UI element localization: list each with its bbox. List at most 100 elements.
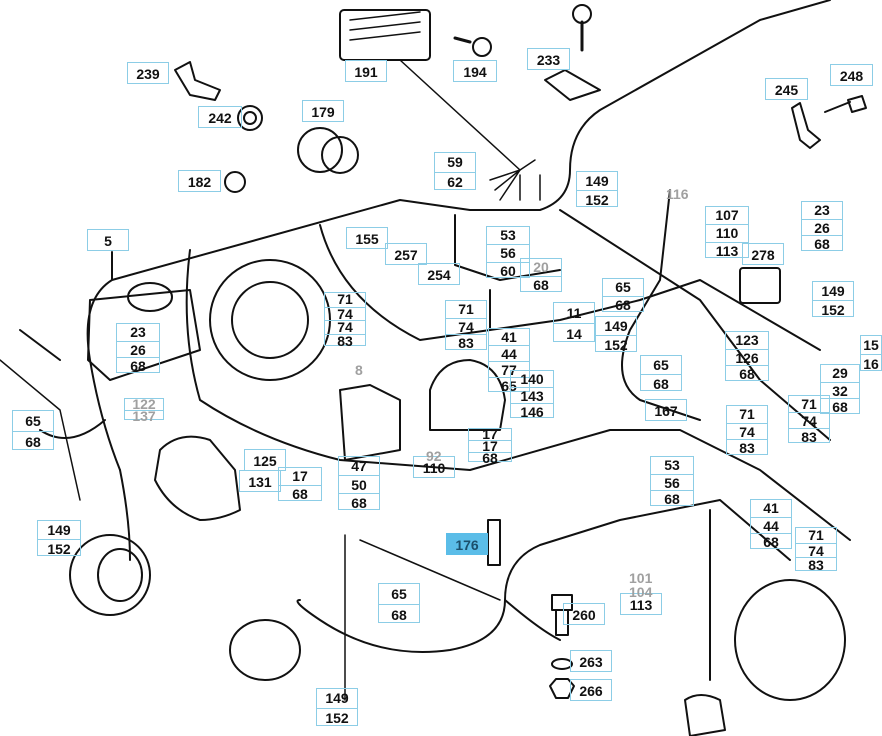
grey-part-number: 116	[666, 186, 689, 202]
part-number: 68	[521, 276, 561, 294]
part-number: 266	[579, 683, 603, 699]
callout-179[interactable]: 179	[302, 100, 344, 122]
part-number: 44	[489, 345, 529, 362]
part-number: 126	[726, 348, 768, 367]
callout-257[interactable]: 257	[385, 243, 427, 265]
part-number: 146	[511, 403, 553, 420]
part-number: 245	[774, 82, 799, 98]
callout-263[interactable]: 263	[570, 650, 612, 672]
part-number: 182	[187, 174, 212, 190]
part-number: 23	[814, 202, 830, 218]
callout-191[interactable]: 191	[345, 60, 387, 82]
part-number: 16	[861, 354, 881, 373]
part-number: 152	[38, 539, 80, 558]
clip-233	[544, 69, 601, 101]
part-number: 149	[604, 318, 628, 334]
part-number: 155	[355, 231, 379, 247]
callout-5[interactable]: 5	[87, 229, 129, 251]
callout-176[interactable]: 176	[446, 533, 488, 555]
harness-front	[296, 499, 791, 653]
part-number: 68	[13, 431, 53, 452]
callout-245[interactable]: 245	[765, 78, 808, 100]
callout-113[interactable]: 113	[620, 593, 662, 615]
part-number: 149	[325, 690, 349, 706]
bolt-248	[824, 95, 867, 113]
callout-182[interactable]: 182	[178, 170, 221, 192]
harness-trunk	[86, 0, 831, 471]
callout-194[interactable]: 194	[453, 60, 497, 82]
part-number: 68	[821, 398, 859, 416]
callout-239[interactable]: 239	[127, 62, 169, 84]
part-number: 254	[427, 267, 451, 283]
part-number: 167	[654, 403, 678, 419]
callout-278[interactable]: 278	[742, 243, 784, 265]
harness-branch	[559, 209, 831, 441]
callout-131[interactable]: 131	[239, 470, 281, 492]
fuse-box-191	[339, 9, 431, 61]
callout-266[interactable]: 266	[570, 679, 612, 701]
part-number: 41	[763, 500, 779, 516]
part-number: 113	[706, 241, 748, 260]
headlamp-right	[734, 579, 846, 701]
part-number: 68	[641, 374, 681, 393]
harness-front	[504, 509, 711, 681]
part-number: 56	[651, 473, 693, 492]
part-number: 68	[469, 450, 511, 465]
carburetor	[339, 384, 401, 461]
part-number: 68	[726, 365, 768, 383]
clip-239	[174, 61, 221, 101]
callout-248[interactable]: 248	[830, 64, 873, 86]
part-number: 65	[615, 279, 631, 295]
part-number: 242	[208, 110, 232, 126]
part-number: 65	[391, 586, 407, 602]
part-number: 17	[292, 468, 308, 484]
part-number: 68	[279, 485, 321, 503]
pin-176	[487, 519, 501, 566]
harness-branch	[319, 224, 821, 351]
part-number: 77	[489, 361, 529, 378]
callout-254[interactable]: 254	[418, 263, 460, 285]
horn-left	[69, 534, 151, 616]
callout-260[interactable]: 260	[563, 603, 605, 625]
callout-110[interactable]: 110	[413, 456, 455, 478]
relay-278	[739, 267, 781, 304]
nut-266	[549, 678, 575, 699]
callout-242[interactable]: 242	[198, 106, 242, 128]
callout-233[interactable]: 233	[527, 48, 570, 70]
callout-155[interactable]: 155	[346, 227, 388, 249]
part-number: 123	[735, 332, 759, 348]
callout-167[interactable]: 167	[645, 399, 687, 421]
